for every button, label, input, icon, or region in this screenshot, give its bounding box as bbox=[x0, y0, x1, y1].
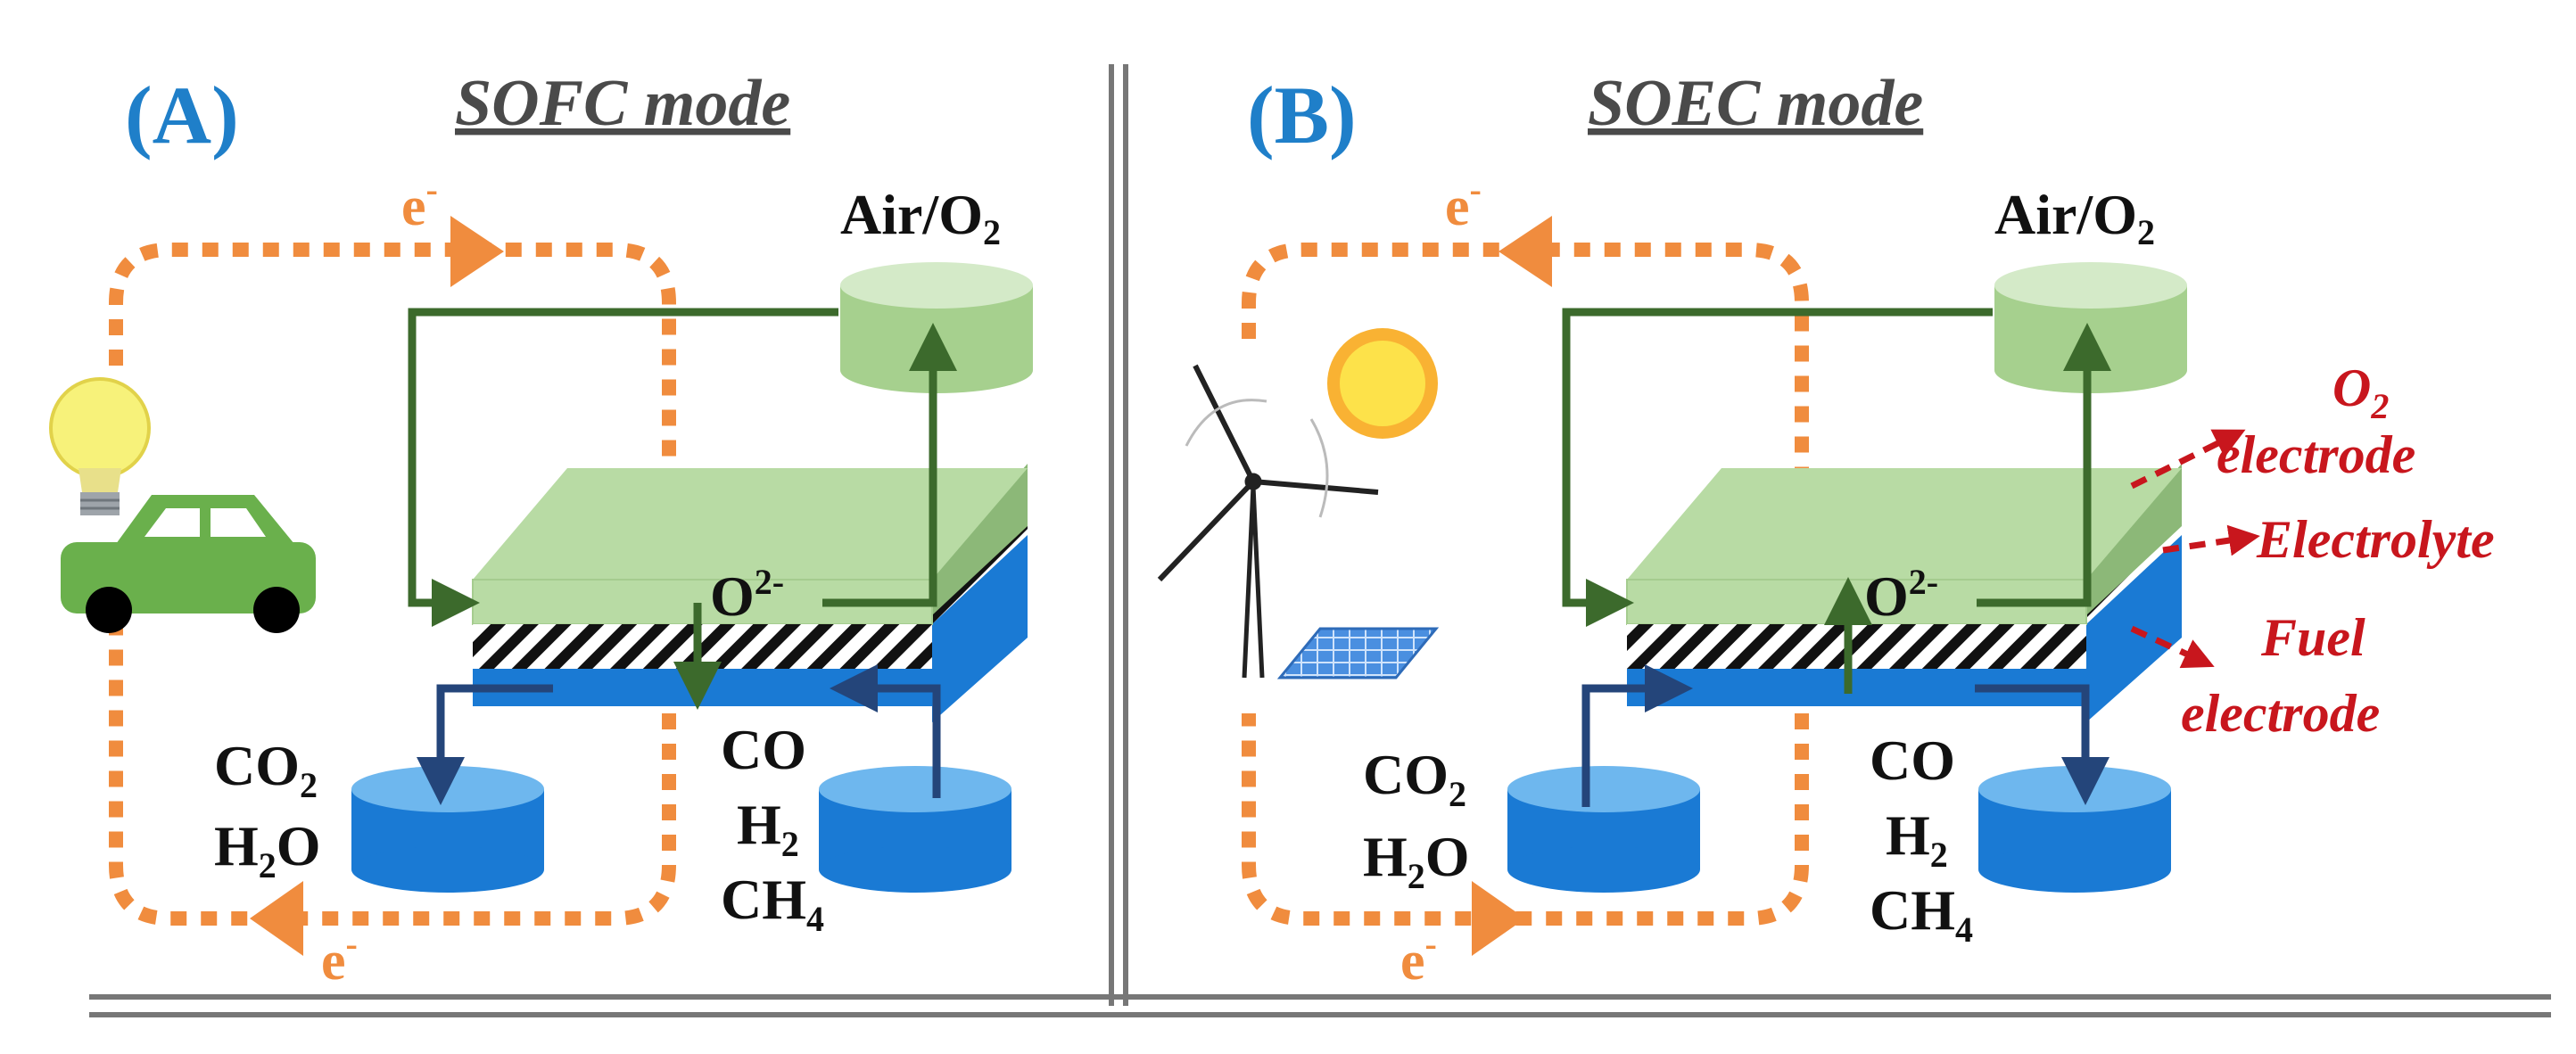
product-tank-b bbox=[1978, 766, 2171, 893]
h2o-label-b: H2O bbox=[1363, 825, 1470, 896]
wind-turbine-icon bbox=[1157, 364, 1379, 679]
h2o-label-a: H2O bbox=[214, 814, 321, 885]
layer-callout-arrows bbox=[2130, 429, 2260, 669]
electron-label-a-top: e- bbox=[401, 169, 438, 237]
co-label-a: CO bbox=[721, 718, 806, 781]
gas-flow-arrows-a bbox=[408, 308, 957, 805]
electron-label-b-top: e- bbox=[1445, 169, 1482, 237]
o2-electrode-label-2: electrode bbox=[2217, 425, 2415, 484]
electron-path-a bbox=[109, 243, 676, 926]
oxide-ion-label-b: O2- bbox=[1864, 562, 1938, 628]
sun-icon bbox=[1327, 328, 1438, 439]
electron-arrow-a-top bbox=[450, 216, 504, 287]
ch4-label-a: CH4 bbox=[721, 868, 824, 939]
electron-arrow-a-bottom bbox=[250, 881, 303, 956]
car-icon bbox=[61, 495, 316, 633]
electron-arrow-b-top bbox=[1499, 216, 1552, 287]
solar-panel-icon bbox=[1276, 627, 1440, 679]
electrolyte-label: Electrolyte bbox=[2256, 510, 2495, 569]
panel-a: (A) SOFC mode e- e- bbox=[49, 67, 1033, 992]
air-o2-label-a: Air/O2 bbox=[840, 183, 1001, 252]
panel-b: (B) SOEC mode e- e- bbox=[1157, 67, 2495, 992]
ch4-label-b: CH4 bbox=[1870, 878, 1973, 950]
panel-a-letter: (A) bbox=[125, 70, 239, 161]
panel-b-title: SOEC mode bbox=[1588, 67, 1923, 140]
electron-label-a-bottom: e- bbox=[321, 924, 358, 992]
cell-stack-b bbox=[1626, 464, 2182, 722]
lightbulb-icon bbox=[49, 377, 151, 515]
gas-flow-arrows-b bbox=[1562, 308, 2111, 807]
co2-label-a: CO2 bbox=[214, 734, 318, 805]
panel-separator bbox=[1109, 64, 1128, 1006]
exhaust-tank-a bbox=[351, 766, 544, 893]
fuel-tank-a bbox=[819, 766, 1011, 893]
fuel-electrode-label-2: electrode bbox=[2181, 684, 2380, 743]
air-o2-label-b: Air/O2 bbox=[1994, 183, 2155, 252]
panel-a-title: SOFC mode bbox=[455, 67, 790, 140]
panel-b-letter: (B) bbox=[1247, 70, 1357, 161]
feed-tank-b bbox=[1507, 766, 1700, 893]
bottom-rule bbox=[89, 994, 2551, 1017]
h2-label-b: H2 bbox=[1886, 803, 1948, 875]
oxide-ion-label-a: O2- bbox=[710, 562, 784, 628]
electron-label-b-bottom: e- bbox=[1400, 924, 1437, 992]
fuel-electrode-label: Fuel bbox=[2260, 608, 2365, 667]
electron-arrow-b-bottom bbox=[1472, 881, 1525, 956]
h2-label-a: H2 bbox=[737, 793, 799, 864]
co2-label-b: CO2 bbox=[1363, 743, 1466, 814]
co-label-b: CO bbox=[1870, 729, 1955, 792]
o2-electrode-label: O2 bbox=[2332, 358, 2389, 426]
